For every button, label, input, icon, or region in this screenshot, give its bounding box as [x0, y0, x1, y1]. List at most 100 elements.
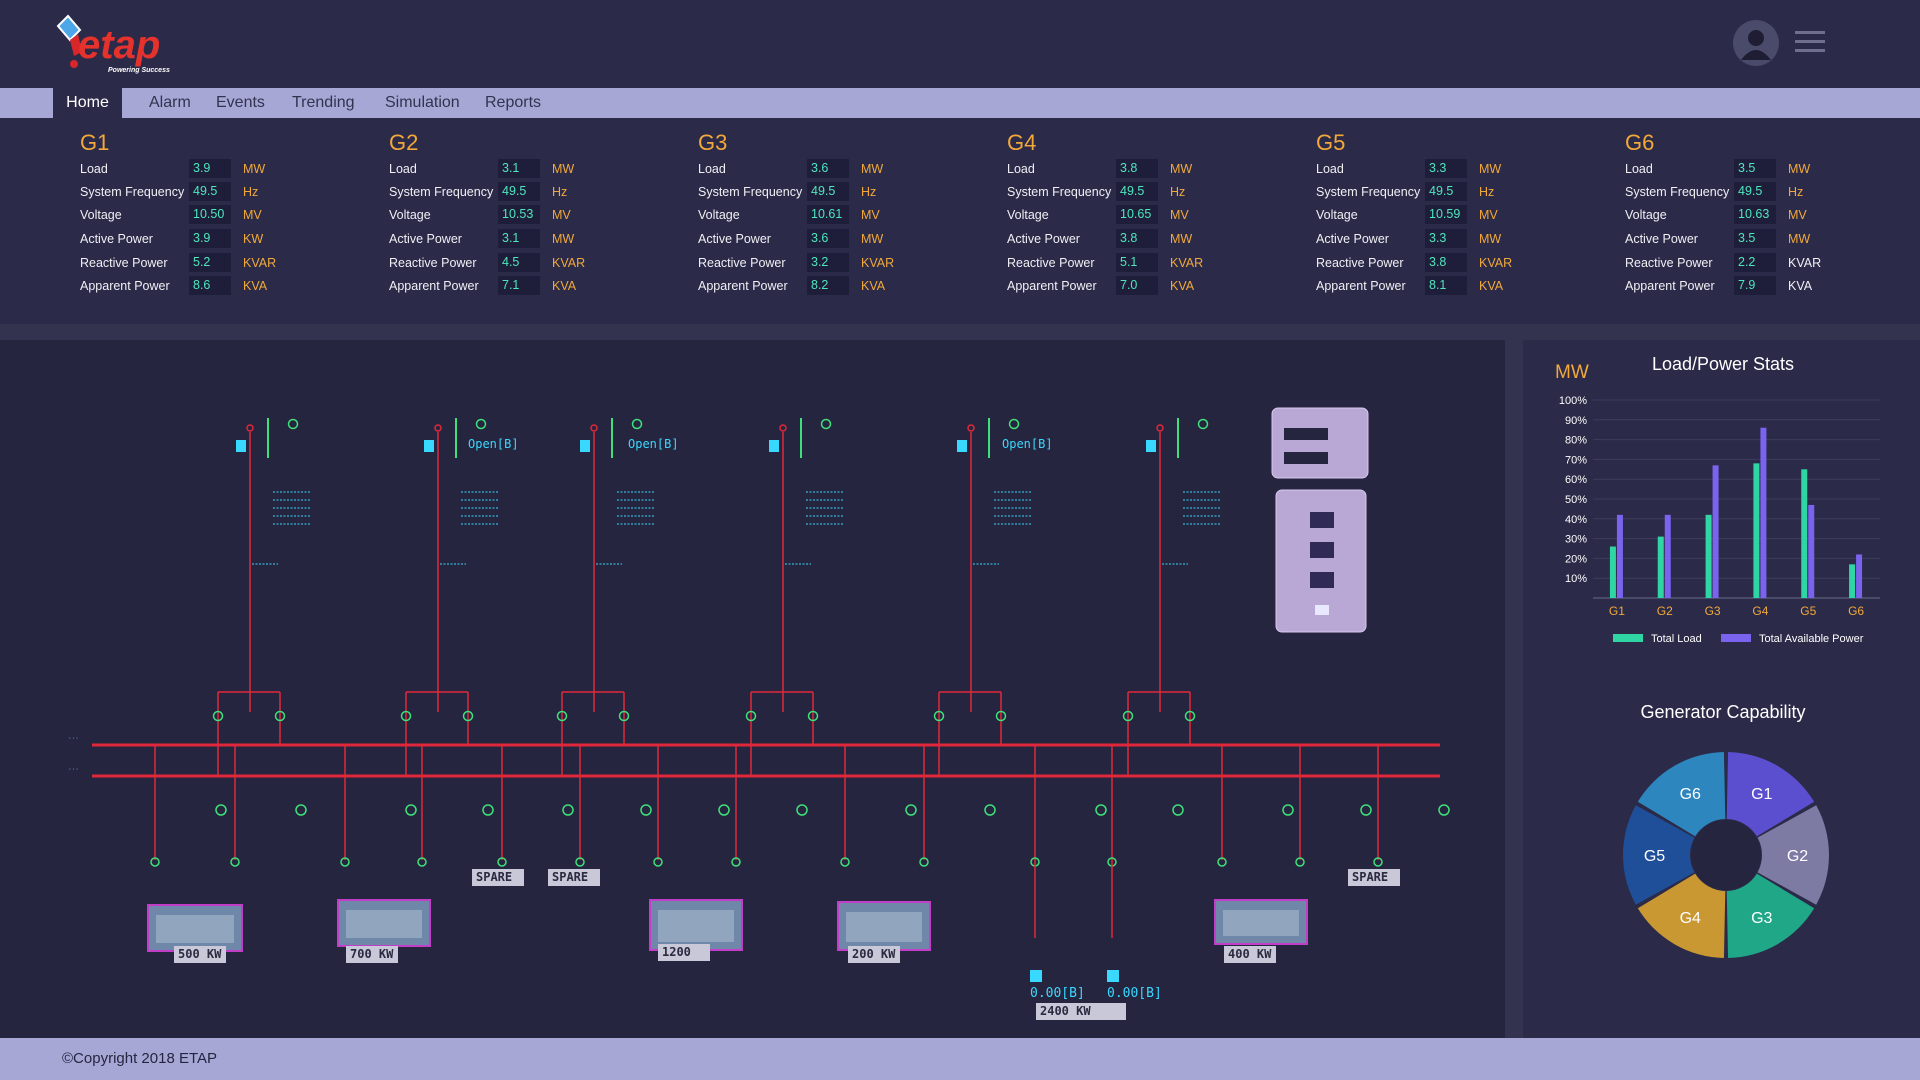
generator-row-reactive-power: Reactive Power3.2KVAR — [698, 252, 998, 275]
bar-g3-total-load[interactable] — [1706, 515, 1712, 598]
bar-g2-total-load[interactable] — [1658, 537, 1664, 598]
row-label: Reactive Power — [1316, 256, 1404, 270]
user-avatar-button[interactable] — [1733, 20, 1779, 66]
bar-g3-available-power[interactable] — [1713, 465, 1719, 598]
generator-row-reactive-power: Reactive Power3.8KVAR — [1316, 252, 1616, 275]
row-label: Reactive Power — [698, 256, 786, 270]
row-value: 5.1 — [1116, 253, 1158, 272]
feeder-label: 700 KW — [350, 947, 394, 961]
bar-g1-available-power[interactable] — [1617, 515, 1623, 598]
user-icon — [1733, 20, 1779, 66]
row-label: Load — [698, 162, 726, 176]
row-unit: Hz — [861, 185, 876, 199]
row-unit: Hz — [552, 185, 567, 199]
row-value: 7.0 — [1116, 276, 1158, 295]
row-unit: MW — [1479, 162, 1501, 176]
section-divider — [0, 324, 1920, 340]
generator-card-g5[interactable]: G5Load3.3MWSystem Frequency49.5HzVoltage… — [1316, 130, 1616, 298]
bar-g5-available-power[interactable] — [1808, 505, 1814, 598]
donut-slice-label: G4 — [1680, 910, 1701, 927]
row-unit: KVAR — [552, 256, 585, 270]
generator-row-load: Load3.1MW — [389, 158, 689, 181]
bus-tag: ··· — [68, 735, 79, 742]
open-breaker-label: Open[B] — [1002, 437, 1053, 451]
generator-card-g3[interactable]: G3Load3.6MWSystem Frequency49.5HzVoltage… — [698, 130, 998, 298]
bar-g5-total-load[interactable] — [1801, 469, 1807, 598]
donut-hole — [1691, 820, 1761, 890]
row-value: 3.3 — [1425, 159, 1467, 178]
row-unit: MW — [861, 162, 883, 176]
power-plant-alarms-box[interactable] — [1276, 490, 1366, 632]
feeder-label: 200 KW — [852, 947, 896, 961]
row-value: 3.5 — [1734, 159, 1776, 178]
row-label: Reactive Power — [389, 256, 477, 270]
row-unit: KVA — [1170, 279, 1194, 293]
row-label: Apparent Power — [698, 279, 788, 293]
etap-logo[interactable]: etap Powering Success — [50, 12, 200, 78]
row-label: Reactive Power — [1625, 256, 1713, 270]
row-value: 3.3 — [1425, 229, 1467, 248]
bar-g6-available-power[interactable] — [1856, 554, 1862, 598]
bar-chart-unit: MW — [1555, 362, 1589, 383]
generator-row-load: Load3.6MW — [698, 158, 998, 181]
bar-g4-total-load[interactable] — [1753, 463, 1759, 598]
row-value: 3.5 — [1734, 229, 1776, 248]
x-tick-label: G3 — [1705, 604, 1721, 618]
row-unit: MV — [1479, 208, 1498, 222]
feeder-label: 1200 — [662, 945, 691, 959]
footer: ©Copyright 2018 ETAP — [0, 1038, 1920, 1080]
row-value: 3.1 — [498, 229, 540, 248]
tab-home[interactable]: Home — [53, 88, 122, 118]
generator-row-active-power: Active Power3.3MW — [1316, 228, 1616, 251]
row-unit: KVAR — [1170, 256, 1203, 270]
generator-name: G3 — [698, 130, 998, 158]
y-tick-label: 80% — [1565, 435, 1587, 447]
generator-card-g6[interactable]: G6Load3.5MWSystem Frequency49.5HzVoltage… — [1625, 130, 1920, 298]
row-value: 3.8 — [1116, 159, 1158, 178]
x-tick-label: G5 — [1800, 604, 1816, 618]
generator-row-voltage: Voltage10.63MV — [1625, 204, 1920, 227]
donut-slice-label: G2 — [1787, 848, 1808, 865]
row-value: 8.2 — [807, 276, 849, 295]
tab-events[interactable]: Events — [216, 88, 265, 118]
tab-alarm[interactable]: Alarm — [149, 88, 191, 118]
row-label: System Frequency — [1007, 185, 1111, 199]
bar-g2-available-power[interactable] — [1665, 515, 1671, 598]
row-value: 8.6 — [189, 276, 231, 295]
single-line-diagram-canvas[interactable]: ······Open[B]Open[B]Open[B]500 KW700 KWS… — [0, 340, 1505, 1038]
bar-g6-total-load[interactable] — [1849, 564, 1855, 598]
tab-simulation[interactable]: Simulation — [385, 88, 460, 118]
row-label: System Frequency — [80, 185, 184, 199]
generator-card-g2[interactable]: G2Load3.1MWSystem Frequency49.5HzVoltage… — [389, 130, 689, 298]
row-value: 10.65 — [1116, 205, 1158, 224]
row-label: Active Power — [1007, 232, 1080, 246]
feeder-label: SPARE — [1352, 870, 1388, 884]
bar-chart-title: Load/Power Stats — [1652, 354, 1794, 374]
hamburger-menu-icon[interactable] — [1795, 31, 1825, 55]
row-value: 49.5 — [807, 182, 849, 201]
bus-tag: ··· — [68, 766, 79, 773]
row-label: Active Power — [80, 232, 153, 246]
row-unit: MV — [243, 208, 262, 222]
bar-g4-available-power[interactable] — [1760, 428, 1766, 598]
generator-card-g4[interactable]: G4Load3.8MWSystem Frequency49.5HzVoltage… — [1007, 130, 1307, 298]
generator-card-g1[interactable]: G1Load3.9MWSystem Frequency49.5HzVoltage… — [80, 130, 380, 298]
open-breaker-label: Open[B] — [628, 437, 679, 451]
row-value: 7.9 — [1734, 276, 1776, 295]
app-header: etap Powering Success — [0, 0, 1920, 88]
legend-swatch — [1613, 634, 1643, 642]
row-label: Load — [389, 162, 417, 176]
tab-trending[interactable]: Trending — [292, 88, 355, 118]
generator-row-voltage: Voltage10.53MV — [389, 204, 689, 227]
feeder-load-3[interactable]: SPARE — [472, 869, 524, 886]
generator-row-active-power: Active Power3.9KW — [80, 228, 380, 251]
generator-row-apparent-power: Apparent Power8.2KVA — [698, 275, 998, 298]
feeder-label: SPARE — [552, 870, 588, 884]
feeder-load-4[interactable]: SPARE — [548, 869, 600, 886]
tab-reports[interactable]: Reports — [485, 88, 541, 118]
generator-row-active-power: Active Power3.1MW — [389, 228, 689, 251]
feeder-load-8[interactable]: SPARE — [1348, 869, 1400, 886]
power-plant-generation-box[interactable] — [1272, 408, 1368, 478]
row-unit: KVAR — [1788, 256, 1821, 270]
bar-g1-total-load[interactable] — [1610, 547, 1616, 598]
